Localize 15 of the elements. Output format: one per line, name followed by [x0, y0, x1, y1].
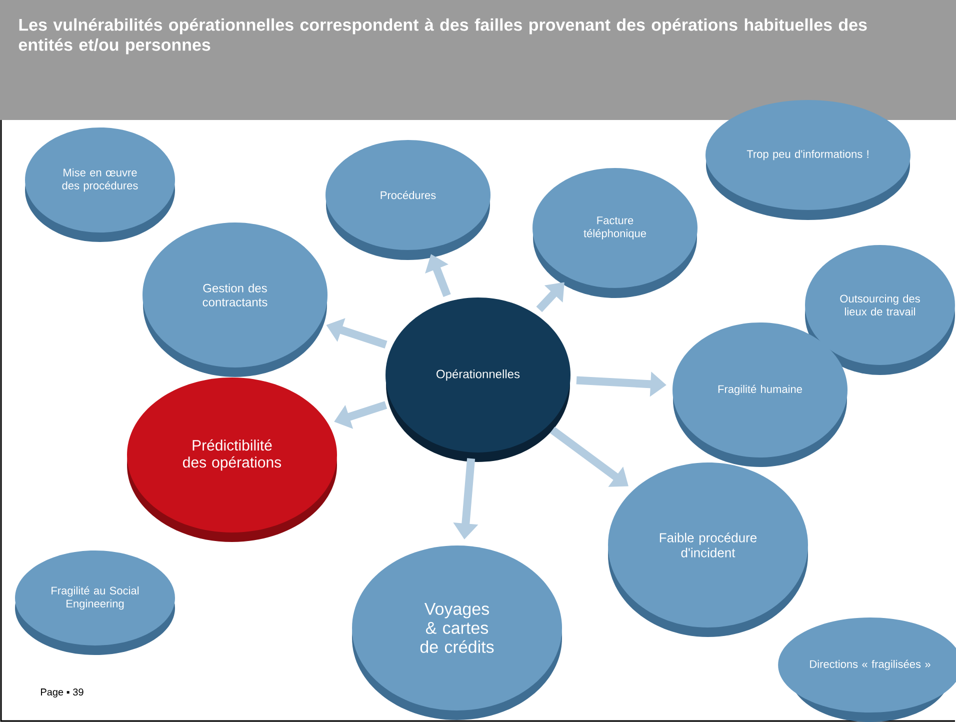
disc: Fragilité au Social Engineering	[15, 550, 175, 655]
disc: Procédures	[326, 140, 490, 260]
disc: Facture téléphonique	[532, 168, 698, 298]
disc: Mise en œuvre des procédures	[25, 128, 175, 242]
disc: Prédictibilité des opérations	[127, 378, 337, 542]
page-number: Page ▪ 39	[41, 688, 84, 698]
disc: Directions « fragilisées »	[778, 618, 956, 722]
disc: Outsourcing des lieux de travail	[805, 245, 955, 375]
disc: Gestion des contractants	[142, 222, 328, 377]
disc: Fragilité humaine	[672, 322, 848, 467]
disc: Trop peu d'informations !	[706, 100, 910, 220]
disc: Opérationnelles	[386, 298, 570, 462]
disc: Voyages & cartes de crédits	[352, 546, 562, 720]
slide-title: Les vulnérabilités opérationnelles correspondent à des failles provenant des opérations habituelles des entités et/ou personnes	[18, 18, 867, 54]
disc: Faible procédure d'incident	[608, 462, 808, 637]
